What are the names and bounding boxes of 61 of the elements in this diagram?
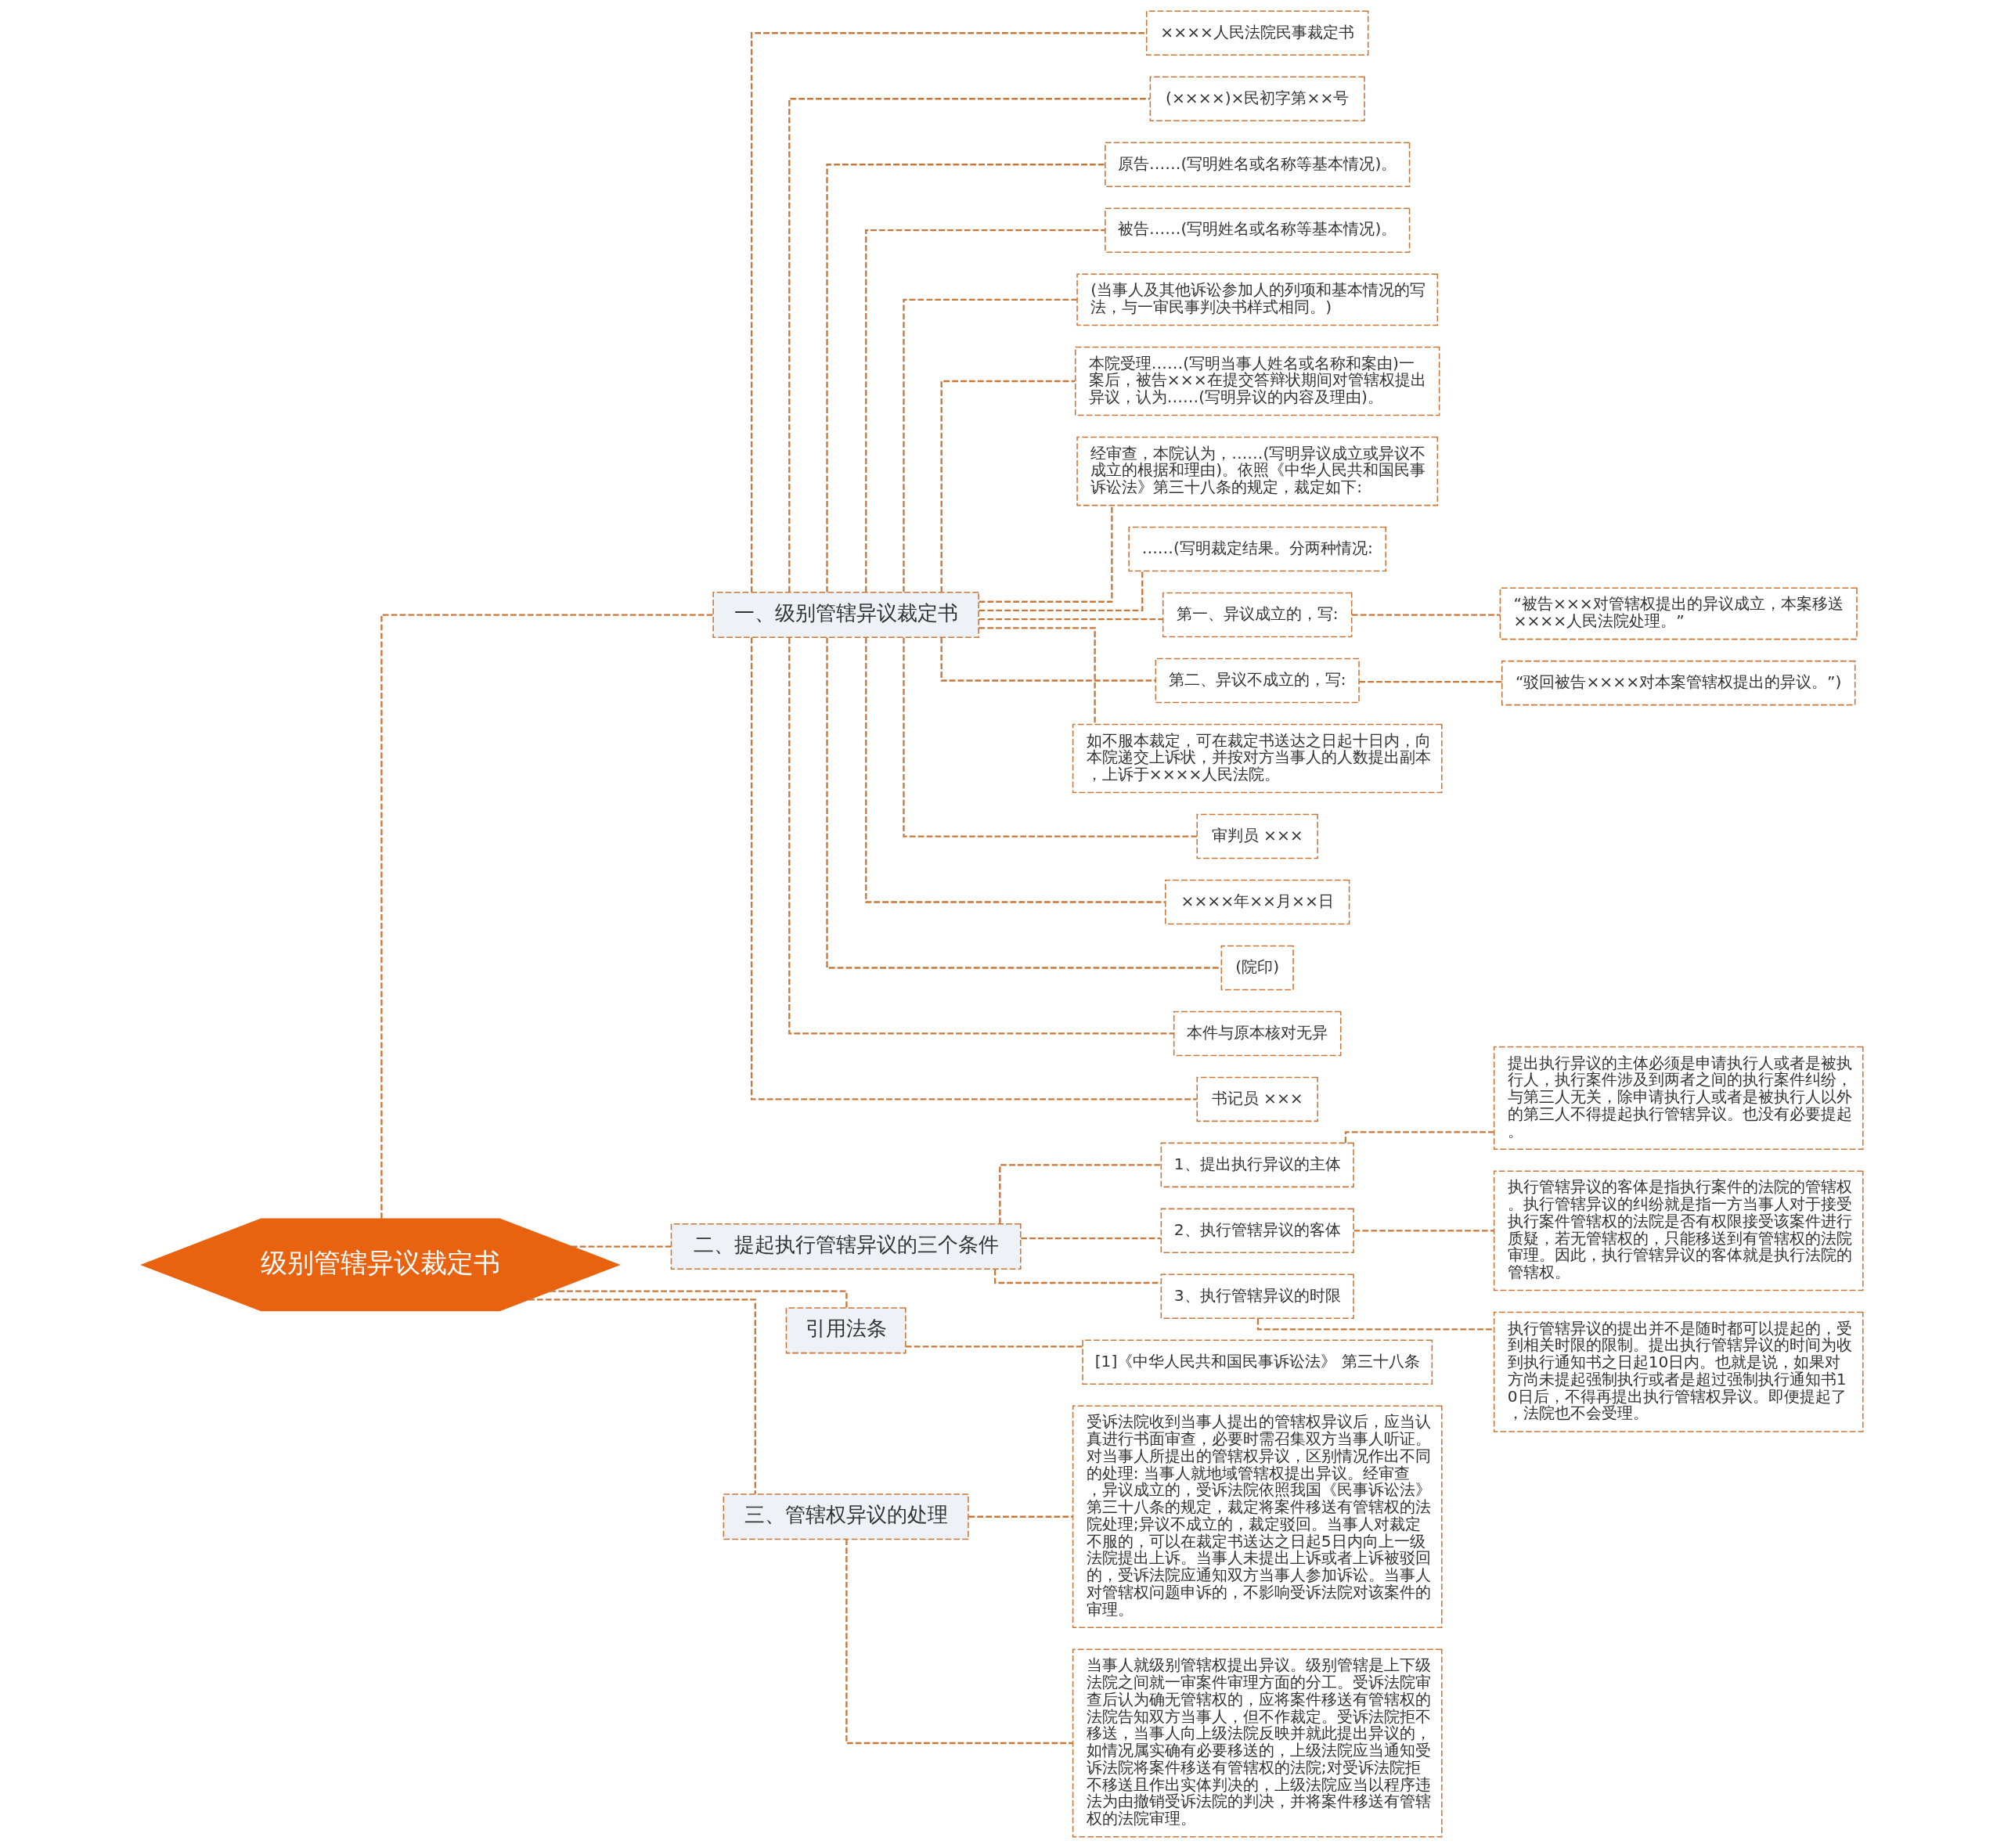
- node-box: ××××年××月××日: [1164, 879, 1350, 925]
- connector: [940, 380, 1075, 593]
- node-box: 经审查，本院认为，……(写明异议成立或异议不成立的根据和理由)。依照《中华人民共和国民事诉讼法》第三十八条的规定，裁定如下:: [1076, 436, 1438, 506]
- connector: [1344, 1131, 1494, 1144]
- connector: [940, 637, 1155, 682]
- connector: [825, 637, 1221, 969]
- node-box: 第二、异议不成立的，写:: [1155, 657, 1360, 704]
- node-box: 本院受理……(写明当事人姓名或名称和案由)一案后，被告×××在提交答辩状期间对管辖权提出异议，认为……(写明异议的内容及理由)。: [1074, 346, 1440, 416]
- connector: [979, 618, 1163, 621]
- connector: [1351, 614, 1500, 616]
- connector: [1353, 1230, 1494, 1232]
- node-box: 执行管辖异议的提出并不是随时都可以提起的，受到相关时限的限制。提出执行管辖异议的时间为收到执行通知书之日起10日内。也就是说，如果对方尚未提起强制执行或者是超过强制执行通知书10日后，不得再提出执行管辖权异议。即便提起了，法院也不会受理。: [1493, 1311, 1864, 1432]
- connector: [788, 638, 1173, 1035]
- node-box: ……(写明裁定结果。分两种情况:: [1127, 526, 1386, 572]
- node-box: 三、管辖权异议的处理: [723, 1493, 969, 1540]
- connector: [998, 1164, 1161, 1224]
- connector: [864, 637, 1165, 903]
- node-box: 当事人就级别管辖权提出异议。级别管辖是上下级法院之间就一审案件审理方面的分工。受诉法院审查后认为确无管辖权的，应将案件移送有管辖权的法院告知双方当事人，但不作裁定。受诉法院拒不移送，当事人向上级法院反映并就此提出异议的，如情况属实确有必要移送的，上级法院应当通知受诉法院将案件移送有管辖权的法院;对受诉法院拒不移送且作出实体判决的，上级法院应当以程序违法为由撤销受诉法院的判决，并将案件移送有管辖权的法院审理。: [1072, 1648, 1443, 1838]
- node-box: (××××)×民初字第××号: [1149, 76, 1365, 121]
- node-box: 本件与原本核对无异: [1173, 1010, 1341, 1057]
- node-box: 如不服本裁定，可在裁定书送达之日起十日内，向本院递交上诉状，并按对方当事人的人数提出副本，上诉于××××人民法院。: [1072, 723, 1443, 794]
- connector: [979, 505, 1113, 603]
- node-box: (院印): [1220, 945, 1294, 991]
- node-box: 一、级别管辖异议裁定书: [712, 592, 979, 639]
- node-box: (当事人及其他诉讼参加人的列项和基本情况的写法，与一审民事判决书样式相同。): [1076, 273, 1438, 326]
- connector: [788, 98, 1150, 593]
- node-box: 执行管辖异议的客体是指执行案件的法院的管辖权。执行管辖异议的纠纷就是指一方当事人对于接受执行案件管辖权的法院是否有权限接受该案件进行质疑，若无管辖权的，只能移送到有管辖权的法院审理。因此，执行管辖异议的客体就是执行法院的管辖权。: [1493, 1170, 1864, 1291]
- node-box: “驳回被告××××对本案管辖权提出的异议。”): [1501, 660, 1855, 706]
- node-box: 2、执行管辖异议的客体: [1160, 1208, 1354, 1254]
- node-box: 原告……(写明姓名或名称等基本情况)。: [1104, 142, 1410, 187]
- node-box: [1]《中华人民共和国民事诉讼法》 第三十八条: [1081, 1339, 1433, 1385]
- node-box: 二、提起执行管辖异议的三个条件: [670, 1223, 1022, 1270]
- connector: [528, 1299, 756, 1494]
- connector: [864, 229, 1105, 593]
- node-box: 1、提出执行异议的主体: [1160, 1142, 1354, 1188]
- connector: [380, 614, 713, 1219]
- connector: [571, 1245, 671, 1248]
- node-box: 3、执行管辖异议的时限: [1160, 1273, 1354, 1320]
- connector: [1358, 680, 1502, 683]
- connector: [902, 637, 1197, 838]
- connector: [825, 164, 1105, 593]
- connector: [905, 1345, 1083, 1348]
- connector: [968, 1515, 1072, 1518]
- connector: [1020, 1237, 1161, 1240]
- node-box: “被告×××对管辖权提出的异议成立，本案移送××××人民法院处理。”: [1499, 587, 1858, 640]
- node-box: 受诉法院收到当事人提出的管辖权异议后，应当认真进行书面审查，必要时需召集双方当事人听证。对当事人所提出的管辖权异议，区别情况作出不同的处理: 当事人就地域管辖权提出异议。经审查，异议成立的，受诉法院依照我国《民事诉讼法》第三十八条的规定，裁定将案件移送有管辖权的法院处理;异议不成立的，裁定驳回。当事人对裁定不服的，可以在裁定书送达之日起5日内向上一级法院提出上诉。当事人未提出上诉或者上诉被驳回的，受诉法院应通知双方当事人参加诉讼。当事人对管辖权问题申诉的，不影响受诉法院对该案件的审理。: [1072, 1405, 1443, 1629]
- node-box: 书记员 ×××: [1195, 1076, 1318, 1122]
- connector: [750, 637, 1197, 1101]
- node-box: 被告……(写明姓名或名称等基本情况)。: [1104, 207, 1410, 253]
- node-box: 审判员 ×××: [1195, 813, 1318, 859]
- node-box: 第一、异议成立的，写:: [1162, 592, 1352, 638]
- connector: [845, 1539, 1072, 1745]
- connector: [750, 32, 1146, 593]
- connector: [979, 571, 1143, 612]
- node-box: 提出执行异议的主体必须是申请执行人或者是被执行人，执行案件涉及到两者之间的执行案件纠纷，与第三人无关，除申请执行人或者是被执行人以外的第三人不得提起执行管辖异议。也没有必要提起。: [1493, 1046, 1864, 1150]
- connector: [902, 298, 1077, 593]
- node-box: 引用法条: [785, 1307, 906, 1354]
- node-box: ××××人民法院民事裁定书: [1145, 10, 1368, 56]
- connector: [978, 627, 1096, 725]
- connector: [993, 1269, 1161, 1284]
- connector: [1256, 1318, 1494, 1331]
